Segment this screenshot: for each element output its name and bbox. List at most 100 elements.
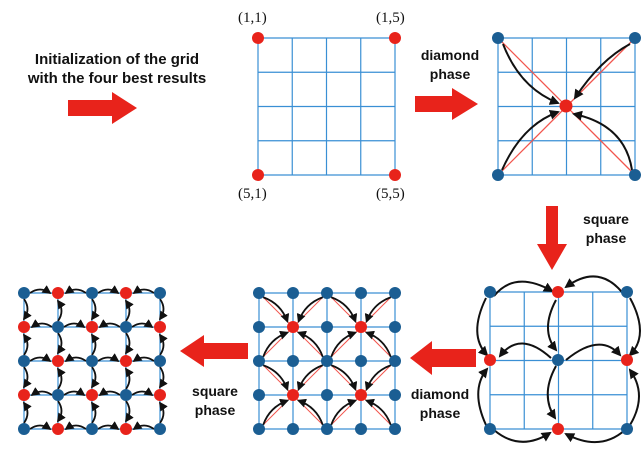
- new-point: [120, 355, 132, 367]
- corner-label-bottom-left: (5,1): [238, 186, 267, 202]
- existing-point: [321, 287, 333, 299]
- curved-arrow: [131, 319, 154, 329]
- existing-point: [120, 389, 132, 401]
- phase-word: square: [192, 383, 238, 399]
- curved-arrow: [158, 366, 168, 389]
- point-1-1: [252, 32, 264, 44]
- existing-point: [86, 355, 98, 367]
- curved-arrow: [573, 43, 631, 100]
- curved-arrow: [56, 332, 66, 355]
- existing-point: [492, 169, 504, 181]
- existing-point: [253, 389, 265, 401]
- curved-arrow: [262, 364, 290, 392]
- caption-line-1: Initialization of the grid: [34, 51, 200, 68]
- new-point: [120, 287, 132, 299]
- curved-arrow: [330, 296, 358, 324]
- new-point: [484, 354, 496, 366]
- flow-arrow-right-1: [68, 92, 137, 124]
- curved-arrow: [64, 353, 87, 363]
- new-point: [120, 423, 132, 435]
- curved-arrow: [132, 421, 155, 431]
- existing-point: [321, 389, 333, 401]
- square-phase-label-right: square phase: [572, 210, 640, 248]
- existing-point: [154, 355, 166, 367]
- caption-line-2: with the four best results: [27, 70, 207, 87]
- existing-point: [86, 423, 98, 435]
- curved-arrow: [29, 421, 52, 431]
- grid-lines: [497, 37, 636, 176]
- existing-point: [253, 423, 265, 435]
- curved-arrow: [97, 285, 120, 295]
- curved-arrow: [98, 387, 121, 397]
- flow-arrow-left-2: [180, 335, 248, 367]
- phase-word: square: [583, 211, 629, 227]
- diamond-phase-label-top: diamond phase: [410, 46, 490, 84]
- curved-arrow: [330, 330, 358, 358]
- new-point: [86, 321, 98, 333]
- existing-point: [484, 286, 496, 298]
- corner-label-top-right: (1,5): [376, 10, 405, 26]
- curved-arrow: [22, 366, 32, 389]
- existing-point: [120, 321, 132, 333]
- curved-arrow: [90, 333, 100, 356]
- curved-arrow: [330, 364, 358, 392]
- new-point: [552, 286, 564, 298]
- new-point: [154, 321, 166, 333]
- new-point: [52, 423, 64, 435]
- curved-arrow: [547, 299, 558, 352]
- existing-point: [287, 355, 299, 367]
- corner-label-bottom-right: (5,5): [376, 186, 405, 202]
- curved-arrow: [364, 296, 392, 324]
- new-point: [355, 389, 367, 401]
- curved-arrow: [56, 400, 66, 423]
- curved-arrow: [296, 330, 324, 358]
- existing-point: [321, 321, 333, 333]
- new-point: [552, 423, 564, 435]
- curved-arrow: [22, 333, 32, 356]
- existing-point: [52, 389, 64, 401]
- curved-arrow: [364, 330, 392, 358]
- existing-point: [621, 423, 633, 435]
- existing-point: [253, 287, 265, 299]
- curved-arrow: [572, 110, 633, 171]
- curved-arrow: [56, 299, 66, 322]
- square-phase-label-left: square phase: [180, 382, 250, 420]
- initialization-caption: Initialization of the grid with the four…: [4, 50, 230, 88]
- curved-arrow: [564, 275, 626, 297]
- panel-diamond-phase-1: [492, 32, 641, 181]
- corner-points: [252, 32, 401, 181]
- existing-point: [629, 32, 641, 44]
- existing-point: [389, 287, 401, 299]
- curved-arrow: [63, 387, 86, 397]
- curved-arrow: [158, 298, 168, 321]
- existing-point: [355, 287, 367, 299]
- curved-arrow: [476, 297, 489, 357]
- points: [253, 287, 401, 435]
- new-point: [86, 389, 98, 401]
- curved-arrow: [90, 366, 100, 389]
- existing-point: [484, 423, 496, 435]
- curved-arrow: [498, 342, 552, 359]
- grid-lines: [257, 37, 396, 176]
- existing-point: [253, 321, 265, 333]
- panel-diamond-phase-2: [253, 287, 401, 435]
- curved-arrow: [124, 367, 134, 390]
- curved-arrow: [132, 285, 155, 295]
- curved-arrow: [97, 353, 120, 363]
- curved-arrow: [502, 43, 560, 105]
- curved-arrow: [364, 398, 392, 426]
- curved-arrow: [262, 398, 290, 426]
- existing-point: [321, 355, 333, 367]
- existing-point: [18, 287, 30, 299]
- points: [18, 287, 166, 435]
- existing-point: [52, 321, 64, 333]
- flow-arrow-down: [537, 206, 567, 270]
- phase-word: diamond: [410, 386, 470, 402]
- existing-point: [18, 423, 30, 435]
- existing-point: [287, 423, 299, 435]
- curved-arrow: [477, 367, 489, 426]
- existing-point: [86, 287, 98, 299]
- existing-point: [389, 423, 401, 435]
- new-point: [52, 287, 64, 299]
- phase-word: diamond: [420, 47, 480, 63]
